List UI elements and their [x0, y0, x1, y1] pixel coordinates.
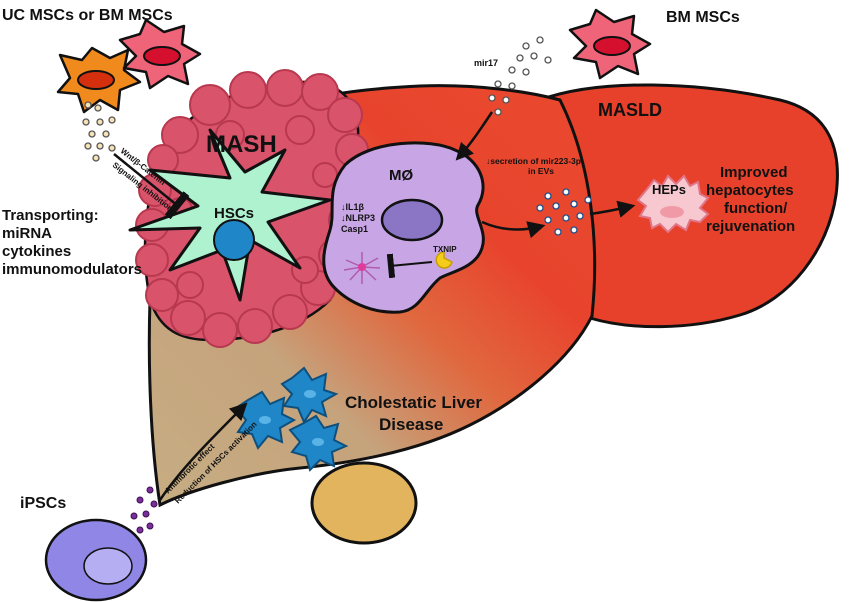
uc-msc-cell — [56, 46, 142, 114]
ipsc-cell — [44, 518, 148, 602]
bm-msc-vesicles — [488, 36, 552, 116]
masld-label: MASLD — [598, 100, 662, 120]
cholangiocyte-cells — [234, 366, 349, 472]
improved-line1: Improved — [720, 164, 788, 181]
mash-label: MASH — [206, 131, 277, 158]
transport-line1: Transporting: — [2, 207, 99, 224]
secretion-label-line1: ↓secretion of mir223-3p — [486, 156, 581, 166]
ipsc-arrow — [158, 402, 248, 501]
uc-bm-mscs-label: UC MSCs or BM MSCs — [2, 7, 173, 24]
improved-line2: hepatocytes — [706, 182, 794, 199]
msc-vesicles — [82, 101, 116, 162]
transport-line2: miRNA — [2, 225, 52, 242]
ev-secretion-arrow — [481, 220, 546, 239]
bm-msc-cell-right — [568, 8, 652, 80]
ipsc-vesicles — [130, 486, 158, 534]
inflammation-line3: Casp1 — [341, 224, 368, 234]
bm-mscs-label: BM MSCs — [666, 9, 740, 26]
macrophage-label: MØ — [389, 167, 413, 184]
txnip-label: TXNIP — [433, 245, 457, 254]
hep-cell — [636, 174, 710, 234]
hep-arrow — [589, 200, 636, 218]
transport-line4: immunomodulators — [2, 261, 142, 278]
txnip-icon — [435, 251, 453, 269]
cholestatic-label-line2: Disease — [379, 415, 443, 434]
ipscs-label: iPSCs — [20, 495, 66, 512]
hsc-cell — [128, 128, 332, 302]
inflammation-line2: ↓NLRP3 — [341, 213, 375, 223]
macrophage-cell — [322, 141, 485, 314]
secretion-label-line2: in EVs — [528, 166, 554, 176]
gallbladder — [310, 461, 418, 545]
improved-line3: function/ — [724, 200, 788, 217]
ev-vesicles — [536, 188, 592, 236]
heps-label: HEPs — [652, 182, 686, 197]
cholestatic-label-line1: Cholestatic Liver — [345, 393, 482, 412]
inflammation-line1: ↓IL1β — [341, 202, 365, 212]
transport-line3: cytokines — [2, 243, 71, 260]
wnt-inhibition-line — [113, 153, 190, 220]
hscs-label: HSCs — [214, 205, 254, 222]
bm-msc-cell — [118, 18, 202, 90]
mir17-label: mir17 — [474, 58, 498, 68]
improved-line4: rejuvenation — [706, 218, 795, 235]
mir17-arrow — [455, 111, 494, 161]
